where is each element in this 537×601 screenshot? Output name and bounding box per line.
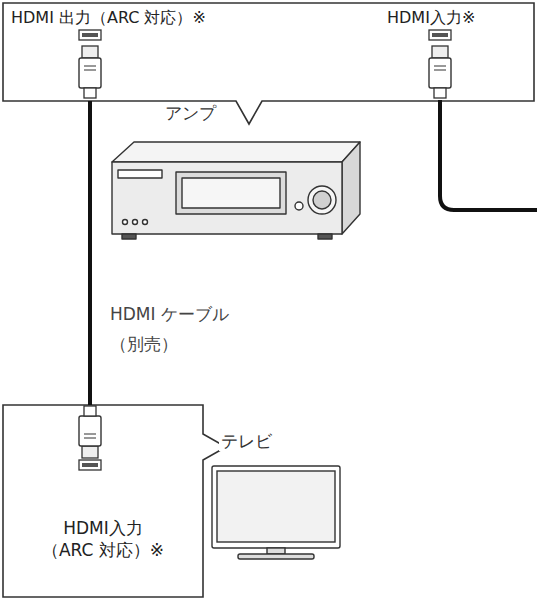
callout-shapes <box>3 3 534 597</box>
hdmi-port <box>79 30 101 40</box>
device-label: テレビ <box>219 431 274 451</box>
hdmi-plug <box>429 46 451 98</box>
hdmi-port <box>429 30 451 40</box>
callout-outline <box>3 405 226 597</box>
port-label: HDMI 出力（ARC 対応）※ <box>11 8 206 27</box>
television <box>212 466 340 559</box>
hdmi-port <box>79 460 101 470</box>
hdmi-cable <box>88 101 92 405</box>
amplifier <box>112 142 360 239</box>
cable-group <box>90 101 91 405</box>
cable-label: HDMI ケーブル （別売） <box>108 300 262 360</box>
callout-box: HDMI 出力（ARC 対応）※ HDMI入力※ <box>3 3 534 101</box>
callout-box: HDMI入力 （ARC 対応）※ <box>3 405 203 597</box>
port-label: HDMI入力※ <box>387 8 475 27</box>
device-label: アンプ <box>163 103 218 123</box>
hdmi-plug <box>79 406 101 458</box>
port-label: HDMI入力 （ARC 対応）※ <box>36 517 170 561</box>
hdmi-plug <box>79 46 101 98</box>
callout-outline <box>3 3 534 124</box>
hdmi-cable <box>440 100 537 210</box>
